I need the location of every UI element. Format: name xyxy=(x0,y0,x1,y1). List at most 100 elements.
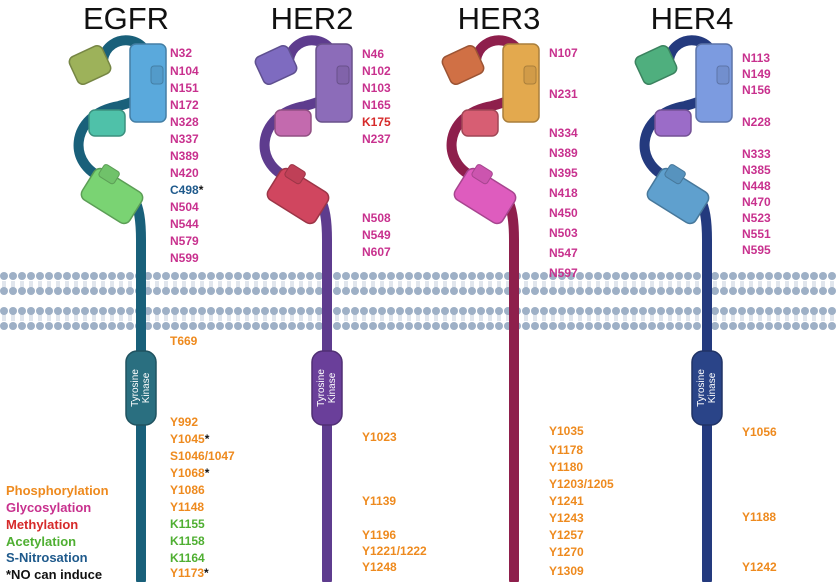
lipid-head xyxy=(351,322,359,330)
site-label: Y1068 xyxy=(170,466,205,480)
lipid-head xyxy=(99,272,107,280)
domain-2-notch xyxy=(716,65,730,85)
lipid-head xyxy=(450,287,458,295)
ptm-site-phosphorylation: Y1203/1205 xyxy=(549,477,614,491)
site-label: Y1148 xyxy=(170,500,204,514)
lipid-head xyxy=(486,287,494,295)
lipid-head xyxy=(522,307,530,315)
ptm-site-phosphorylation: Y1148 xyxy=(170,500,204,514)
lipid-head xyxy=(36,307,44,315)
ptm-site-phosphorylation: Y1035 xyxy=(549,424,584,438)
lipid-head xyxy=(495,287,503,295)
lipid-head xyxy=(387,307,395,315)
site-label: N334 xyxy=(549,126,578,140)
lipid-head xyxy=(639,272,647,280)
site-label: N395 xyxy=(549,166,578,180)
receptor-title: EGFR xyxy=(83,1,169,36)
site-label: Y1221/1222 xyxy=(362,544,427,558)
site-label: N103 xyxy=(362,81,391,95)
lipid-head xyxy=(234,322,242,330)
kinase-label: Tyrosine xyxy=(130,369,141,407)
site-label: N551 xyxy=(742,227,771,241)
domain-4-notch xyxy=(98,164,120,185)
site-label: Y1196 xyxy=(362,528,396,542)
lipid-head xyxy=(81,307,89,315)
lipid-head xyxy=(90,322,98,330)
site-label: Y1270 xyxy=(549,545,584,559)
extracellular-domain-4 xyxy=(646,167,710,225)
site-label: Y1203/1205 xyxy=(549,477,614,491)
lipid-head xyxy=(594,287,602,295)
tyrosine-kinase-domain xyxy=(311,350,343,426)
ptm-site-glycosylation: N599 xyxy=(170,251,199,265)
lipid-head xyxy=(594,307,602,315)
ptm-site-phosphorylation: Y1243 xyxy=(549,511,584,525)
lipid-head xyxy=(819,272,827,280)
ptm-site-phosphorylation: Y992 xyxy=(170,415,198,429)
ptm-site-glycosylation: N579 xyxy=(170,234,199,248)
lipid-head xyxy=(477,307,485,315)
lipid-head xyxy=(720,307,728,315)
lipid-head xyxy=(378,272,386,280)
lipid-head xyxy=(792,272,800,280)
lipid-head xyxy=(342,287,350,295)
lipid-head xyxy=(594,322,602,330)
ptm-site-phosphorylation: Y1139 xyxy=(362,494,396,508)
lipid-head xyxy=(423,307,431,315)
lipid-head xyxy=(360,287,368,295)
site-label: Y1243 xyxy=(549,511,584,525)
lipid-head xyxy=(549,322,557,330)
lipid-head xyxy=(576,272,584,280)
lipid-head xyxy=(711,307,719,315)
site-label: Y992 xyxy=(170,415,198,429)
extracellular-domain-1 xyxy=(254,45,298,85)
lipid-head xyxy=(747,307,755,315)
lipid-head xyxy=(801,272,809,280)
lipid-head xyxy=(423,287,431,295)
ptm-site-glycosylation: N149 xyxy=(742,67,771,81)
site-label: N104 xyxy=(170,64,199,78)
lipid-head xyxy=(288,322,296,330)
lipid-head xyxy=(693,287,701,295)
site-label: N46 xyxy=(362,47,384,61)
lipid-head xyxy=(306,322,314,330)
ptm-site-glycosylation: N46 xyxy=(362,47,384,61)
lipid-head xyxy=(180,307,188,315)
lipid-head xyxy=(558,287,566,295)
lipid-head xyxy=(261,322,269,330)
lipid-head xyxy=(333,322,341,330)
lipid-head xyxy=(657,287,665,295)
lipid-head xyxy=(288,307,296,315)
lipid-head xyxy=(351,272,359,280)
lipid-head xyxy=(216,287,224,295)
lipid-head xyxy=(270,322,278,330)
ptm-site-acetylation: K1164 xyxy=(170,551,205,565)
domain-4-notch xyxy=(664,164,686,185)
no-induce-marker: * xyxy=(205,466,210,480)
lipid-head xyxy=(801,287,809,295)
site-label: Y1023 xyxy=(362,430,397,444)
site-label: N156 xyxy=(742,83,771,97)
lipid-head xyxy=(720,287,728,295)
ptm-site-glycosylation: N113 xyxy=(742,51,770,65)
site-label: N102 xyxy=(362,64,391,78)
lipid-head xyxy=(108,322,116,330)
extracellular-domain-2 xyxy=(129,43,167,123)
lipid-head xyxy=(171,307,179,315)
lipid-head xyxy=(99,307,107,315)
lipid-head xyxy=(225,322,233,330)
site-label: N508 xyxy=(362,211,391,225)
lipid-head xyxy=(90,307,98,315)
ptm-site-phosphorylation: Y1068* xyxy=(170,466,210,480)
lipid-head xyxy=(279,322,287,330)
lipid-head xyxy=(189,307,197,315)
site-label: N448 xyxy=(742,179,771,193)
ptm-site-glycosylation: N450 xyxy=(549,206,578,220)
site-label: Y1173 xyxy=(170,566,204,580)
extracellular-domain-3 xyxy=(88,109,126,137)
lipid-head xyxy=(9,307,17,315)
lipid-head xyxy=(117,322,125,330)
extracellular-domain-1 xyxy=(634,45,678,85)
